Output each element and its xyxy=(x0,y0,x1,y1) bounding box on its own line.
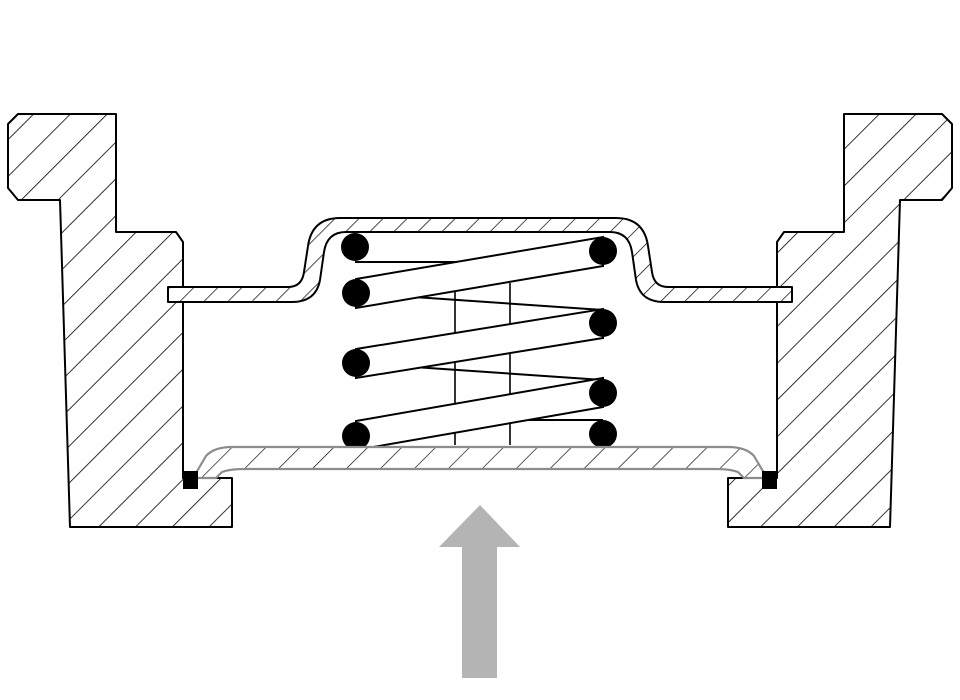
left-seal xyxy=(183,471,198,489)
diaphragm xyxy=(191,445,769,480)
spring-wire-sections xyxy=(341,233,617,450)
spring-wire-section xyxy=(589,309,617,337)
spring-coil-band xyxy=(355,307,604,380)
left-housing xyxy=(7,113,233,528)
right-seal xyxy=(762,471,777,489)
spring-wire-section xyxy=(342,349,370,377)
right-housing xyxy=(727,113,953,528)
spring-coil-band xyxy=(355,235,604,310)
spring-cover xyxy=(167,217,793,303)
spring-coil-band xyxy=(355,376,604,452)
spring-wire-section xyxy=(589,237,617,265)
pressure-arrow-up xyxy=(439,505,520,678)
spring-wire-section xyxy=(341,233,369,261)
spring xyxy=(355,235,604,452)
spring-wire-section xyxy=(589,379,617,407)
spring-wire-section xyxy=(342,422,370,450)
spring-wire-section xyxy=(589,420,617,448)
spring-wire-section xyxy=(342,279,370,307)
